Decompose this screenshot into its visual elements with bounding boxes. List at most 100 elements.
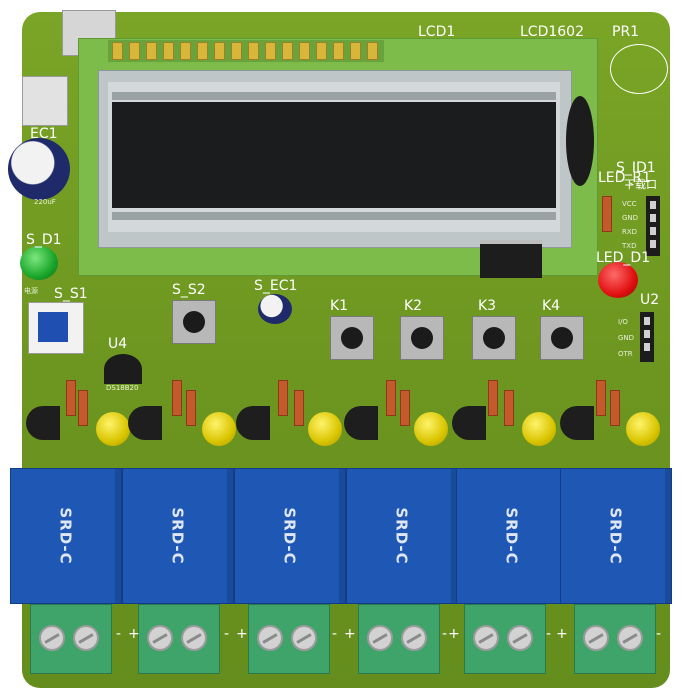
lcd-pin [333,42,344,60]
u2-pin-otr: OTR [618,350,633,358]
lcd-pin [231,42,242,60]
channel-resistor [78,390,88,426]
pushbutton-module [22,76,68,126]
sensor-model-label: DS18B20 [106,384,139,392]
lcd-pin [299,42,310,60]
channel-transistor [560,406,594,440]
terminal-sign: - [224,626,230,642]
key-3-label: K3 [478,298,497,314]
terminal-sign: + [128,626,140,642]
lcd-pin [248,42,259,60]
small-electrolytic-capacitor [258,294,292,324]
channel-resistor [610,390,620,426]
u2-ref-label: U2 [640,292,660,308]
download-pin-rxd: RXD [622,228,638,236]
download-pin-vcc: VCC [622,200,637,208]
download-header-label: 下载口 [624,178,657,191]
screw-icon [73,625,99,651]
key-2-label: K2 [404,298,423,314]
lcd-pin [146,42,157,60]
terminal-sign: + [556,626,568,642]
lcd-potentiometer [566,96,594,186]
reset-button[interactable] [172,300,216,344]
green-led [20,246,58,280]
power-switch-knob [38,312,68,342]
power-switch-note: 电源 [24,287,38,295]
channel-transistor [452,406,486,440]
lcd-screen [112,102,556,208]
channel-yellow-led [308,412,342,446]
relay-4: SRD-C [346,468,458,604]
led-resistor-ref-label: LED_R1 [598,170,652,186]
download-pin-gnd: GND [622,214,639,222]
screw-terminal-5 [464,604,546,674]
screw-icon [617,625,643,651]
channel-transistor [26,406,60,440]
channel-resistor [294,390,304,426]
channel-resistor [400,390,410,426]
lcd-pin [265,42,276,60]
channel-resistor [504,390,514,426]
terminal-sign: - [546,626,552,642]
key-4-button[interactable] [540,316,584,360]
sensor-ref-label: U4 [108,336,128,352]
power-led-ref-label: S_D1 [26,232,62,248]
terminal-sign: + [448,626,460,642]
relay-6-label: SRD-C [606,507,625,565]
u2-pin-gnd: GND [618,334,635,342]
small-cap-ref-label: S_EC1 [254,278,298,294]
channel-resistor [278,380,288,416]
screw-icon [367,625,393,651]
lcd-pin [316,42,327,60]
screw-icon [39,625,65,651]
channel-yellow-led [202,412,236,446]
relay-1-label: SRD-C [56,507,75,565]
download-pin-txd: TXD [622,242,637,250]
terminal-sign: - [116,626,122,642]
lcd-pin [112,42,123,60]
channel-transistor [236,406,270,440]
relay-3-label: SRD-C [280,507,299,565]
screw-terminal-2 [138,604,220,674]
led-resistor [602,196,612,232]
channel-resistor [596,380,606,416]
relay-4-label: SRD-C [392,507,411,565]
relay-6: SRD-C [560,468,672,604]
lcd-ref-label: LCD1 [418,24,456,40]
screw-icon [473,625,499,651]
lcd-rail-bottom [112,212,556,220]
lcd-pin [367,42,378,60]
lcd-model-label: LCD1602 [520,24,584,40]
key-1-label: K1 [330,298,349,314]
power-switch-ref-label: S_S1 [54,286,88,302]
key-2-button[interactable] [400,316,444,360]
pr-ref-label: PR1 [612,24,640,40]
terminal-sign: + [236,626,248,642]
download-header-ref-label: S_ID1 [616,160,656,176]
u2-pin-header [640,312,654,362]
lcd-chip [480,240,542,278]
lcd-pin [350,42,361,60]
cap-ref-label: EC1 [30,126,58,142]
screw-terminal-4 [358,604,440,674]
key-3-button[interactable] [472,316,516,360]
screw-terminal-1 [30,604,112,674]
relay-1: SRD-C [10,468,122,604]
lcd-pin [180,42,191,60]
terminal-sign: - [332,626,338,642]
electrolytic-capacitor [8,138,70,200]
cap-value-label: 220uF [34,198,56,206]
lcd-pin [282,42,293,60]
relay-2-label: SRD-C [168,507,187,565]
key-1-button[interactable] [330,316,374,360]
screw-icon [583,625,609,651]
relay-2: SRD-C [122,468,234,604]
relay-5: SRD-C [456,468,568,604]
screw-icon [401,625,427,651]
relay-5-label: SRD-C [502,507,521,565]
screw-terminal-6 [574,604,656,674]
channel-yellow-led [414,412,448,446]
channel-transistor [128,406,162,440]
channel-yellow-led [626,412,660,446]
lcd-pin [163,42,174,60]
